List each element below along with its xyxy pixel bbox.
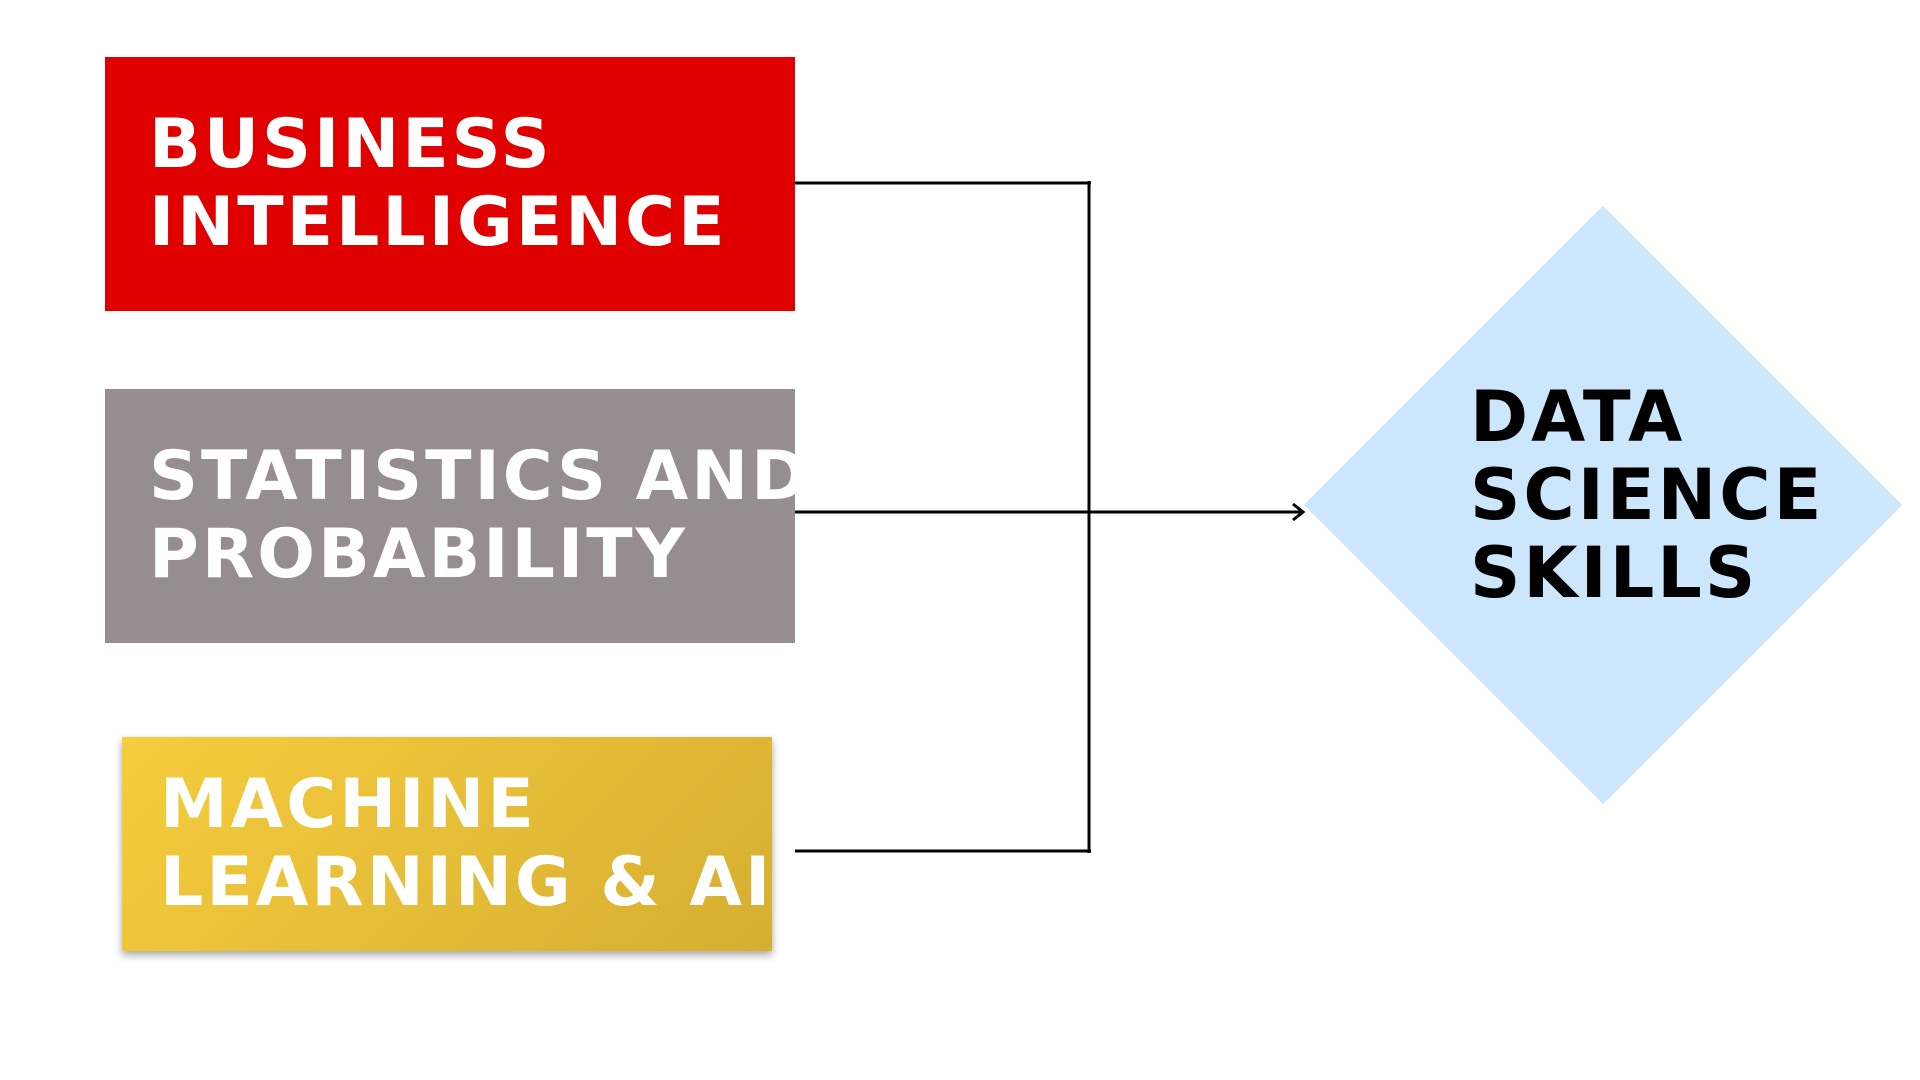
machine-learning-ai-line1: MACHINE: [160, 765, 537, 844]
target-line1: DATA: [1470, 376, 1686, 458]
statistics-probability-line2: PROBABILITY: [149, 515, 688, 594]
target-diamond: [1304, 206, 1902, 804]
business-intelligence-line1: BUSINESS: [149, 105, 553, 184]
business-intelligence-line2: INTELLIGENCE: [149, 183, 728, 262]
statistics-probability-line1: STATISTICS AND: [149, 437, 811, 516]
machine-learning-ai-line2: LEARNING & AI: [160, 843, 774, 922]
statistics-probability-box: STATISTICS AND PROBABILITY: [105, 389, 808, 643]
arrow-head-icon: [1292, 502, 1306, 522]
target-line3: SKILLS: [1470, 532, 1759, 614]
machine-learning-ai-box: MACHINE LEARNING & AI: [122, 737, 772, 951]
data-science-skills-label: DATA SCIENCE SKILLS: [1470, 378, 1824, 612]
business-intelligence-box: BUSINESS INTELLIGENCE: [105, 57, 795, 311]
target-line2: SCIENCE: [1470, 454, 1825, 536]
